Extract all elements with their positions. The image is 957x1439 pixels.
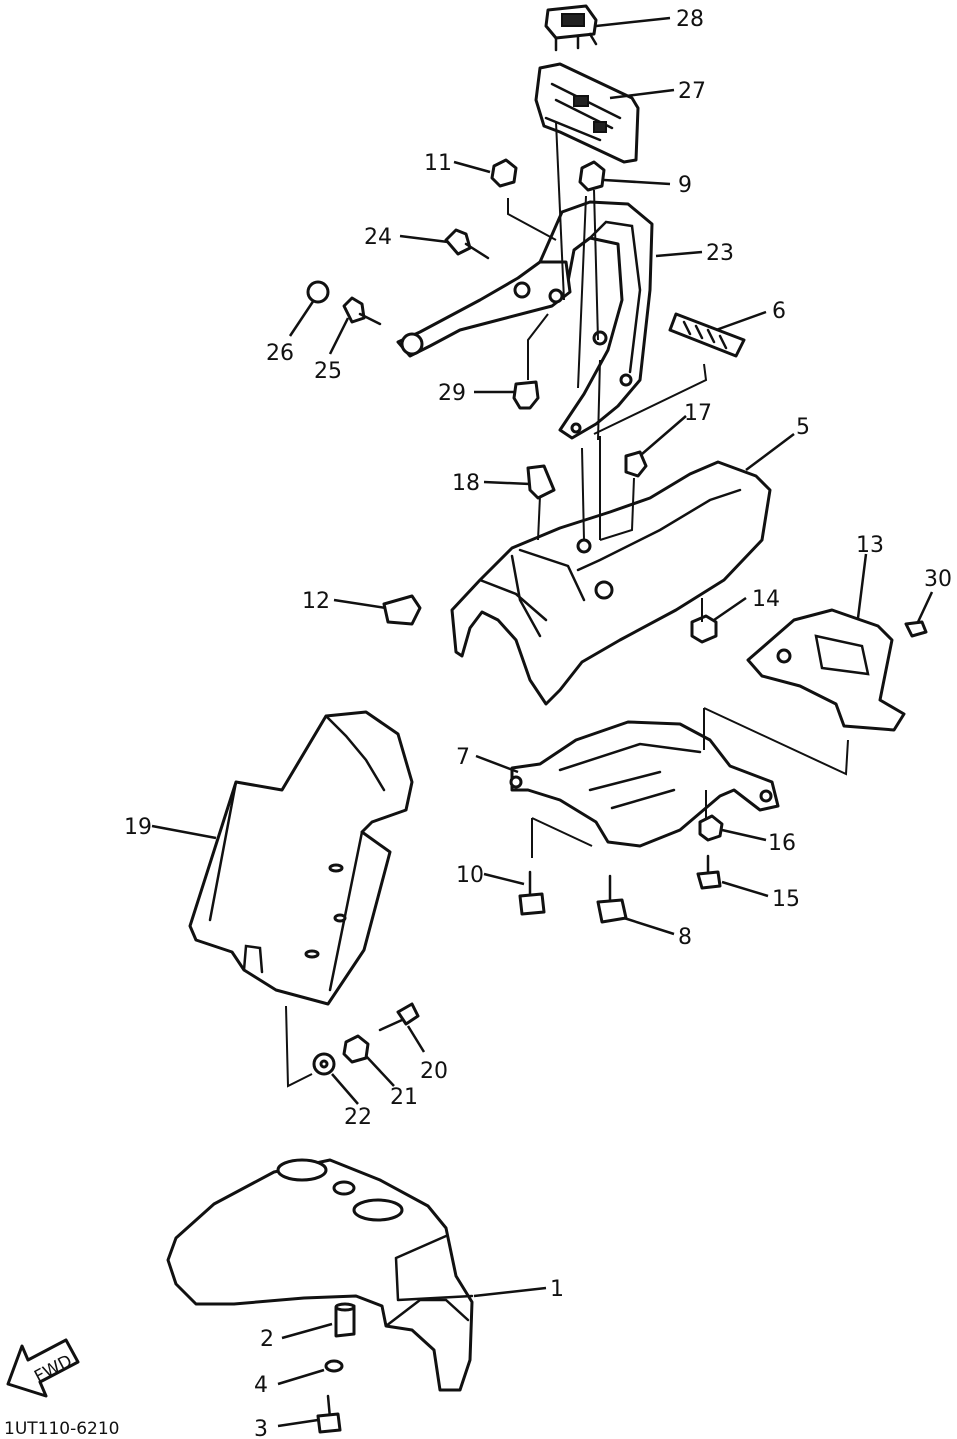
part-10-bolt: [518, 870, 546, 916]
callout-9: 9: [678, 173, 692, 198]
callout-22: 22: [344, 1105, 372, 1130]
callout-23: 23: [706, 241, 734, 266]
callout-3: 3: [254, 1417, 268, 1439]
part-17-clip: [624, 450, 648, 478]
assembly-lines: [285, 121, 849, 1088]
part-6-label: [668, 312, 746, 358]
part-23-bracket: [396, 200, 654, 440]
callout-26: 26: [266, 341, 294, 366]
callout-24: 24: [364, 225, 392, 250]
part-2-spacer: [334, 1302, 356, 1338]
callout-28: 28: [676, 7, 704, 32]
callout-20: 20: [420, 1059, 448, 1084]
part-9-nut: [578, 160, 606, 192]
part-15-bolt: [696, 854, 722, 890]
part-18-clip: [526, 464, 556, 500]
callout-15: 15: [772, 887, 800, 912]
callout-6: 6: [772, 299, 786, 324]
part-21-nut: [342, 1034, 370, 1064]
callout-4: 4: [254, 1373, 268, 1398]
callout-2: 2: [260, 1327, 274, 1352]
part-22-washer: [312, 1052, 336, 1076]
callout-11: 11: [424, 151, 452, 176]
part-13-housing: [746, 608, 906, 732]
callout-25: 25: [314, 359, 342, 384]
part-4-washer: [324, 1359, 344, 1373]
part-28-clamp: [544, 4, 598, 52]
drawing-code: 1UT110-6210: [4, 1419, 120, 1439]
part-14-nut: [690, 614, 718, 644]
callout-1: 1: [550, 1277, 564, 1302]
callout-labels: 28 27 11 9 24 23 6 26 25 29 17 5 18 13 3…: [124, 7, 952, 1439]
callout-16: 16: [768, 831, 796, 856]
callout-10: 10: [456, 863, 484, 888]
callout-18: 18: [452, 471, 480, 496]
part-27-plate: [534, 62, 640, 164]
forward-arrow-icon: FWD: [6, 1338, 80, 1398]
part-11-nut: [490, 158, 518, 188]
callout-17: 17: [684, 401, 712, 426]
part-5-rear-fender: [450, 460, 772, 706]
part-25-bolt: [342, 296, 382, 326]
part-19-inner-fender: [188, 710, 414, 1006]
callout-14: 14: [752, 587, 780, 612]
part-3-bolt: [316, 1394, 342, 1434]
part-29-grommet: [512, 380, 540, 410]
leader-lines: [151, 16, 934, 1428]
callout-12: 12: [302, 589, 330, 614]
callout-21: 21: [390, 1085, 418, 1110]
part-12-clip: [382, 594, 422, 626]
part-7-bracket: [509, 720, 780, 848]
callout-8: 8: [678, 925, 692, 950]
part-8-bolt: [596, 874, 628, 924]
callout-5: 5: [796, 415, 810, 440]
callout-30: 30: [924, 567, 952, 592]
callout-7: 7: [456, 745, 470, 770]
part-20-bolt: [378, 1002, 420, 1032]
callout-13: 13: [856, 533, 884, 558]
callout-27: 27: [678, 79, 706, 104]
part-16-nut: [698, 814, 724, 842]
part-26-cap: [306, 280, 330, 304]
part-1-front-fender: [166, 1158, 474, 1392]
part-30-clip: [904, 620, 928, 638]
callout-19: 19: [124, 815, 152, 840]
callout-29: 29: [438, 381, 466, 406]
part-24-bolt: [444, 228, 490, 260]
